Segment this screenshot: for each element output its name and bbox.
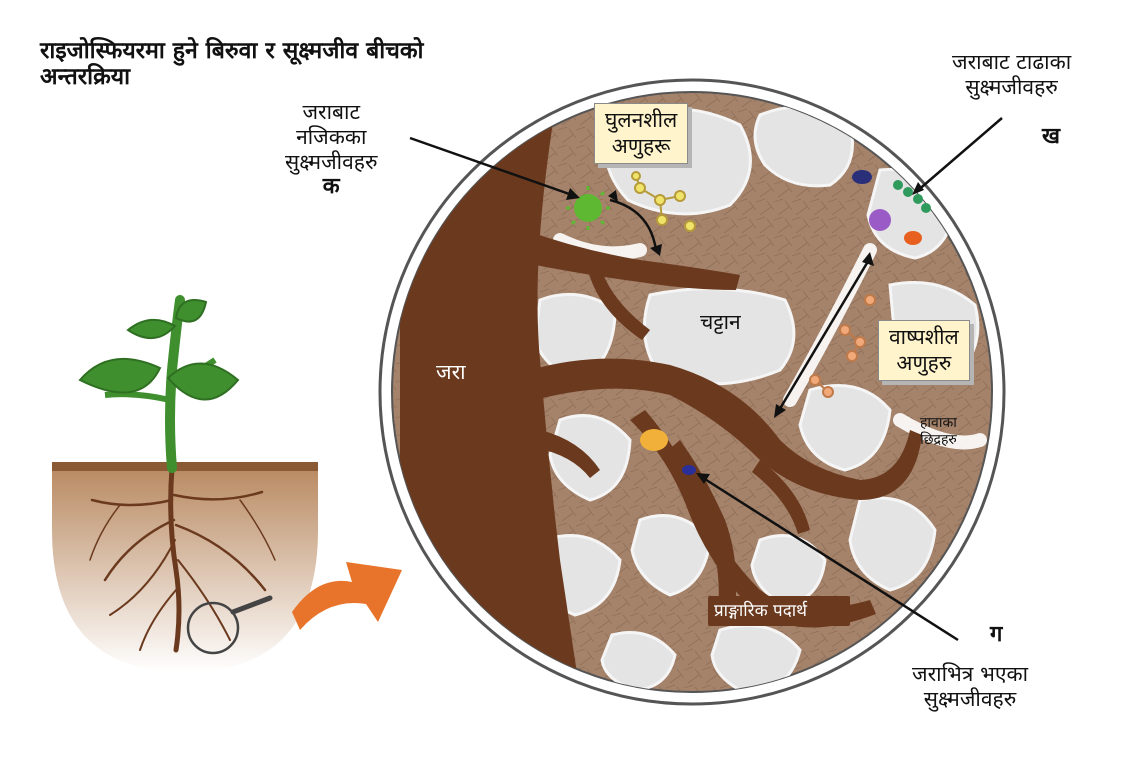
near-root-line-2: नजिकका	[296, 124, 367, 149]
title-line-2: अन्तरक्रिया	[40, 64, 131, 91]
inside-root-line-1: जराभित्र भएका	[912, 662, 1029, 686]
inside-root-line-2: सुक्ष्मजीवहरु	[923, 686, 1017, 711]
volatile-line-1: वाष्पशील	[889, 325, 959, 349]
organic-matter	[708, 596, 850, 626]
magnifier-icon	[186, 595, 273, 655]
volatile-molecules-icon	[809, 294, 876, 398]
zoom-arrow-icon	[292, 562, 402, 630]
rock-label: चट्टान	[700, 310, 741, 334]
inside-root-microbes-icon	[640, 429, 696, 475]
soluble-line-1: घुलनशील	[605, 108, 678, 132]
pointer-arrows	[409, 117, 1003, 642]
leaf-left	[78, 357, 162, 394]
inside-root-microbes-label: जराभित्र भएका सुक्ष्मजीवहरु	[912, 662, 1028, 712]
far-root-line-1: जराबाट टाढाका	[952, 50, 1072, 74]
far-root-microbes-label: जराबाट टाढाका सुक्ष्मजीवहरु	[952, 50, 1071, 100]
air-pores-line-2: छिद्रहरु	[920, 431, 957, 448]
air-pores-label: हावाका छिद्रहरु	[920, 415, 957, 448]
inside-root-letter: ग	[990, 622, 1003, 647]
leaf-top-left	[126, 319, 177, 339]
air-pores-line-1: हावाका	[920, 415, 957, 431]
near-root-microbe-icon	[566, 186, 610, 230]
near-root-line-1: जराबाट	[302, 100, 361, 124]
plant-roots	[89, 465, 276, 653]
leaf-right	[166, 362, 240, 401]
diffusion-arrow-icon	[776, 257, 872, 413]
magnified-view	[378, 78, 1006, 706]
exchange-arrow-icon	[609, 198, 658, 251]
volatile-line-2: अणुहरु	[896, 350, 952, 375]
title-line-1: राइजोस्फियरमा हुने बिरुवा र सूक्ष्मजीव ब…	[40, 38, 424, 64]
leaf-top	[174, 299, 208, 323]
far-root-microbes-icon	[852, 170, 931, 245]
diagram-title: राइजोस्फियरमा हुने बिरुवा र सूक्ष्मजीव ब…	[40, 38, 423, 91]
near-root-microbes-label: जराबाट नजिकका सुक्ष्मजीवहरु क	[285, 100, 378, 200]
plant-illustration	[52, 295, 318, 672]
near-root-line-3: सुक्ष्मजीवहरु	[285, 149, 378, 174]
far-root-letter: ख	[1042, 124, 1060, 149]
volatile-molecules-box: वाष्पशील अणुहरु	[878, 320, 970, 382]
organic-matter-label: प्राङ्गारिक पदार्थ	[714, 601, 808, 621]
near-root-letter: क	[322, 174, 340, 200]
soluble-molecules-icon	[631, 171, 696, 232]
root-label: जरा	[436, 360, 466, 384]
soluble-molecules-box: घुलनशील अणुहरू	[594, 103, 689, 165]
soluble-line-2: अणुहरू	[611, 133, 671, 158]
plant-shoot	[78, 295, 240, 473]
far-root-line-2: सुक्ष्मजीवहरु	[965, 74, 1058, 99]
